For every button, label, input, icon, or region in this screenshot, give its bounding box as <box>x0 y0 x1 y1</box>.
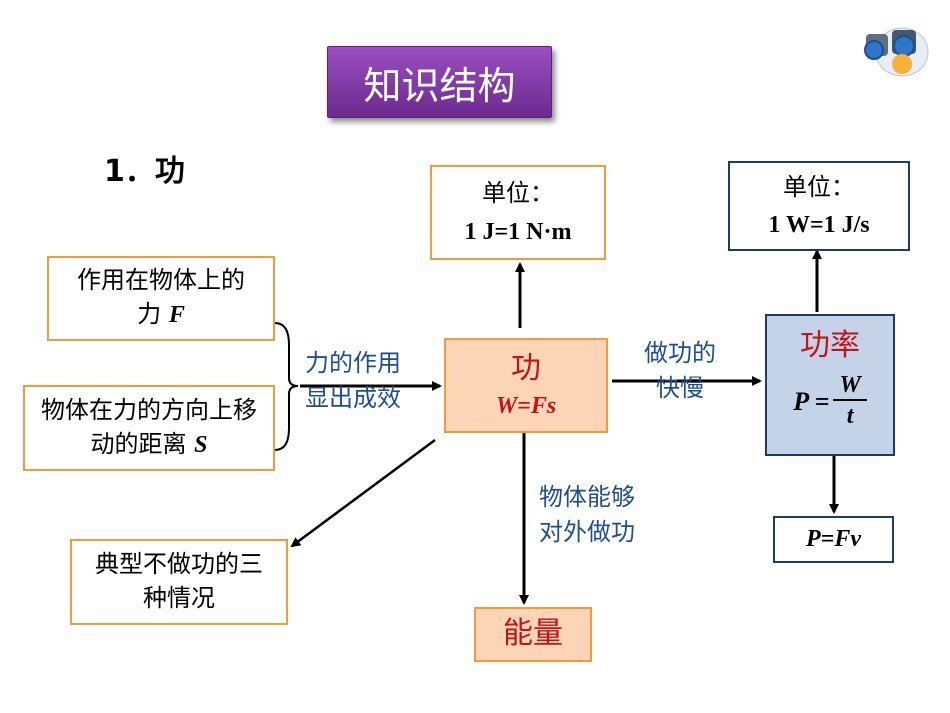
power-fraction: W t <box>833 371 867 433</box>
condition-force-label: 作用在物体上的力 <box>77 266 245 328</box>
energy-label-line2: 对外做功 <box>539 517 635 546</box>
energy-label-box: 能量 <box>503 616 563 652</box>
power-numerator: W <box>833 371 867 402</box>
unit-box-work-title: 单位： <box>482 179 554 208</box>
power-fraction-row: P = W t <box>793 371 867 433</box>
condition-force-box: 作用在物体上的力 F <box>47 256 275 341</box>
effect-label: 力的作用 显出成效 <box>305 346 401 416</box>
power-title: 功率 <box>800 328 860 363</box>
condition-distance-box: 物体在力的方向上移动的距离 S <box>23 385 275 471</box>
power-lhs: P = <box>793 386 830 416</box>
distance-symbol: S <box>194 431 208 458</box>
speed-label-line2: 快慢 <box>656 373 704 402</box>
power-box: 功率 P = W t <box>765 314 895 456</box>
work-box: 功 W=Fs <box>444 338 608 433</box>
no-work-box: 典型不做功的三种情况 <box>70 539 288 625</box>
work-title: 功 <box>511 351 541 387</box>
unit-box-power: 单位： 1 W=1 J/s <box>728 161 910 251</box>
energy-label: 物体能够 对外做功 <box>539 480 635 550</box>
section-heading: 1．功 <box>104 154 185 189</box>
condition-distance-label: 物体在力的方向上移动的距离 <box>41 395 257 458</box>
effect-label-line1: 力的作用 <box>305 349 401 377</box>
no-work-arrow <box>290 438 436 548</box>
effect-label-line2: 显出成效 <box>305 383 401 412</box>
brace-bracket <box>274 322 299 451</box>
power-denominator: t <box>846 403 854 430</box>
page-title: 知识结构 <box>327 46 552 118</box>
energy-label-line1: 物体能够 <box>539 483 635 511</box>
speed-label-line1: 做功的 <box>644 339 716 367</box>
energy-box: 能量 <box>474 607 592 662</box>
condition-force-text: 作用在物体上的力 F <box>66 264 256 332</box>
speed-label: 做功的 快慢 <box>627 336 733 406</box>
unit-box-power-title: 单位： <box>783 172 855 201</box>
force-symbol: F <box>168 302 185 328</box>
power-formula: P=Fv <box>806 526 861 553</box>
unit-box-work-value: 1 J=1 N·m <box>464 218 572 245</box>
condition-distance-text: 物体在力的方向上移动的距离 S <box>38 394 260 462</box>
power-formula-box: P=Fv <box>773 516 894 563</box>
work-formula: W=Fs <box>495 392 557 419</box>
unit-box-work: 单位： 1 J=1 N·m <box>430 165 606 260</box>
unit-box-power-value: 1 W=1 J/s <box>768 212 870 238</box>
no-work-text: 典型不做功的三种情况 <box>95 550 263 612</box>
